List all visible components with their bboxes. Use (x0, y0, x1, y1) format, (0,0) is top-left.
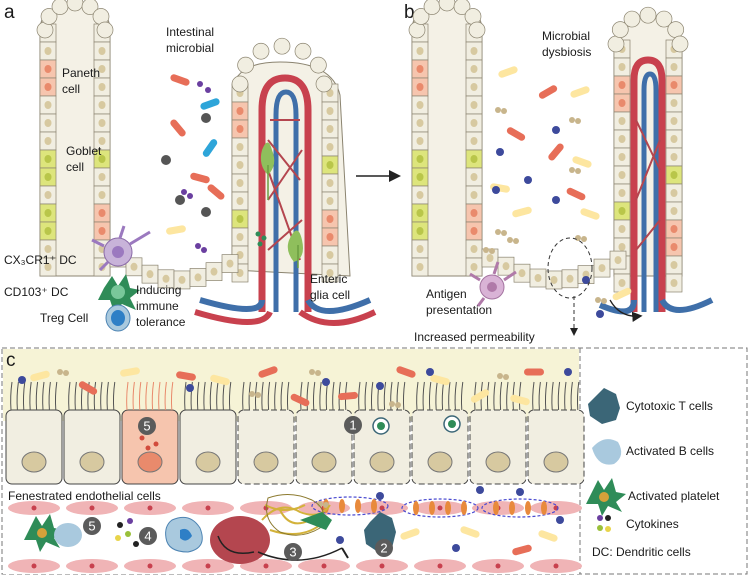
epithelial-cell-c (469, 409, 527, 485)
legend: Cytotoxic T cells Activated B cells Acti… (586, 388, 720, 559)
epithelial-cell-c (353, 409, 411, 485)
step-badge-label: 1 (349, 418, 356, 433)
step-badges: 1 2 3 4 5 5 (83, 416, 393, 561)
epithelial-cell-c (63, 409, 121, 485)
epithelial-row (5, 381, 585, 485)
fenestrated-label: Fenestrated endothelial cells (8, 489, 161, 503)
legend-cytokine-label: Cytokines (626, 517, 679, 531)
step-badge-label: 4 (144, 529, 151, 544)
treg-label: Treg Cell (40, 311, 88, 325)
epithelial-cell-c (295, 409, 353, 485)
legend-b-cell-icon (592, 439, 622, 465)
microbe-cluster-a (161, 74, 267, 253)
microbe-cluster-c (18, 366, 572, 556)
epithelial-cell-c (179, 409, 237, 485)
microbe-cluster-b (483, 66, 632, 318)
panel-a: a (4, 0, 377, 332)
cd103-label: CD103⁺ DC (4, 285, 69, 299)
activated-platelet-c (24, 514, 64, 552)
goblet-label: Goblet cell (66, 144, 105, 174)
cx3cr1-label: CX₃CR1⁺ DC (4, 253, 77, 267)
villus-left (36, 0, 114, 277)
cytokines-c (115, 518, 139, 547)
panel-b-label: b (404, 2, 415, 23)
step-badge-label: 2 (380, 541, 387, 556)
epithelial-cell-c (5, 409, 63, 485)
crypt-b (481, 248, 627, 290)
step-badge-label: 5 (88, 519, 95, 534)
activated-b-cell-2 (165, 516, 203, 553)
villus-right-a (231, 37, 351, 283)
step-badge-label: 5 (143, 419, 150, 434)
legend-cytokine-icon (597, 515, 611, 532)
legend-b-cell-label: Activated B cells (626, 444, 714, 458)
panel-a-label: a (4, 2, 15, 23)
antigen-presenting-cell (469, 261, 517, 307)
neutrophil-net (210, 494, 349, 564)
cx3cr1-dc (91, 225, 151, 272)
epithelial-cell-c (527, 409, 585, 485)
legend-cytotoxic-t-icon (588, 388, 620, 424)
permeability-label: Increased permeability (414, 330, 535, 344)
panel-c: c (1, 347, 748, 575)
tolerance-label: Inducing immune tolerance (136, 283, 186, 329)
legend-dc-note: DC: Dendritic cells (592, 545, 691, 559)
treg-cell (105, 304, 131, 332)
activated-b-cell-c (54, 523, 82, 547)
panel-c-label: c (6, 350, 16, 371)
paneth-label: Paneth cell (62, 66, 103, 96)
epithelial-cell-c (237, 409, 295, 485)
cd103-dc (98, 274, 140, 312)
panel-b: b Microbial dysbiosis Antigen (404, 0, 714, 344)
legend-platelet-icon (586, 478, 626, 516)
step-badge-label: 3 (289, 545, 296, 560)
villus-right-b (598, 6, 714, 315)
villus-left-b (408, 0, 486, 277)
translocation-arrow (609, 299, 643, 322)
antigen-label: Antigen presentation (426, 287, 492, 317)
blood-vessel-a (194, 74, 377, 326)
dysbiosis-label: Microbial dysbiosis (542, 29, 593, 59)
enteric-glia-cells (260, 142, 303, 268)
legend-cytotoxic-t-label: Cytotoxic T cells (626, 399, 713, 413)
microbial-label: Intestinal microbial (166, 25, 217, 55)
endothelial-row (3, 496, 582, 574)
legend-platelet-label: Activated platelet (628, 489, 720, 503)
permeability-circle (547, 237, 593, 299)
enteric-label: Enteric glia cell (310, 272, 351, 302)
